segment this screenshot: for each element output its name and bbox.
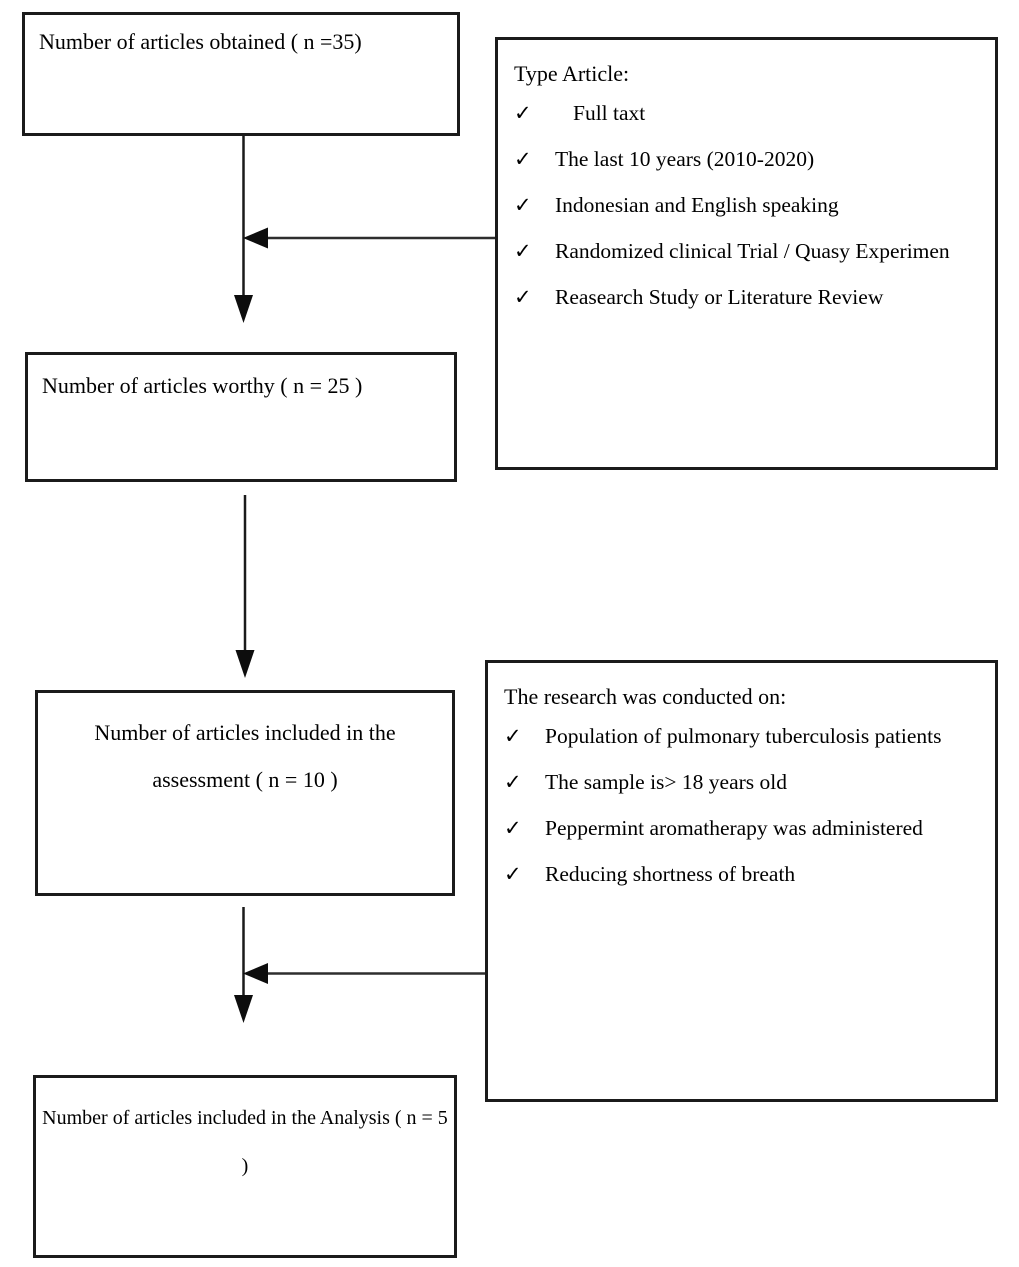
- list-item: ✓ Reasearch Study or Literature Review: [514, 284, 981, 330]
- arrow-assessment-to-analysis: [234, 907, 253, 1023]
- criterion-label: Full taxt: [573, 101, 646, 125]
- list-item: ✓ Randomized clinical Trial / Quasy Expe…: [514, 238, 981, 284]
- box-articles-obtained: Number of articles obtained ( n =35): [22, 12, 460, 136]
- check-icon: ✓: [504, 862, 522, 886]
- check-icon: ✓: [514, 101, 532, 125]
- criterion-label: Peppermint aromatherapy was administered: [545, 816, 923, 840]
- type-article-list: ✓ Full taxt ✓ The last 10 years (2010-20…: [514, 100, 981, 330]
- criterion-label: Reasearch Study or Literature Review: [555, 285, 884, 309]
- criterion-label: Reducing shortness of breath: [545, 862, 796, 886]
- articles-assessment-label: Number of articles included in the asses…: [94, 720, 396, 793]
- box-articles-worthy: Number of articles worthy ( n = 25 ): [25, 352, 457, 482]
- articles-obtained-label: Number of articles obtained ( n =35): [39, 29, 362, 54]
- check-icon: ✓: [514, 239, 532, 263]
- criteria-box-research-conducted: The research was conducted on: ✓ Populat…: [485, 660, 998, 1102]
- criterion-label: The last 10 years (2010-2020): [555, 147, 815, 171]
- check-icon: ✓: [504, 816, 522, 840]
- research-conducted-title: The research was conducted on:: [504, 684, 787, 709]
- criterion-label: Population of pulmonary tuberculosis pat…: [545, 724, 942, 748]
- list-item: ✓ The last 10 years (2010-2020): [514, 146, 981, 192]
- type-article-title: Type Article:: [514, 61, 630, 86]
- list-item: ✓ Population of pulmonary tuberculosis p…: [504, 723, 981, 769]
- arrow-type-article-criteria: [243, 227, 496, 249]
- articles-worthy-label: Number of articles worthy ( n = 25 ): [42, 373, 363, 398]
- check-icon: ✓: [504, 770, 522, 794]
- criterion-label: Randomized clinical Trial / Quasy Experi…: [555, 239, 950, 263]
- check-icon: ✓: [514, 193, 532, 217]
- list-item: ✓ Full taxt: [514, 100, 981, 146]
- list-item: ✓ Indonesian and English speaking: [514, 192, 981, 238]
- research-conducted-list: ✓ Population of pulmonary tuberculosis p…: [504, 723, 981, 907]
- box-articles-analysis: Number of articles included in the Analy…: [33, 1075, 457, 1258]
- criterion-label: The sample is> 18 years old: [545, 770, 788, 794]
- criterion-label: Indonesian and English speaking: [555, 193, 839, 217]
- arrow-worthy-to-assessment: [235, 495, 255, 678]
- arrow-research-criteria: [243, 963, 486, 984]
- list-item: ✓ Reducing shortness of breath: [504, 861, 981, 907]
- arrow-obtained-to-worthy: [234, 136, 253, 323]
- box-articles-assessment: Number of articles included in the asses…: [35, 690, 455, 896]
- check-icon: ✓: [504, 724, 522, 748]
- check-icon: ✓: [514, 147, 532, 171]
- list-item: ✓ The sample is> 18 years old: [504, 769, 981, 815]
- articles-analysis-label: Number of articles included in the Analy…: [42, 1107, 448, 1177]
- list-item: ✓ Peppermint aromatherapy was administer…: [504, 815, 981, 861]
- criteria-box-type-article: Type Article: ✓ Full taxt ✓ The last 10 …: [495, 37, 998, 470]
- check-icon: ✓: [514, 285, 532, 309]
